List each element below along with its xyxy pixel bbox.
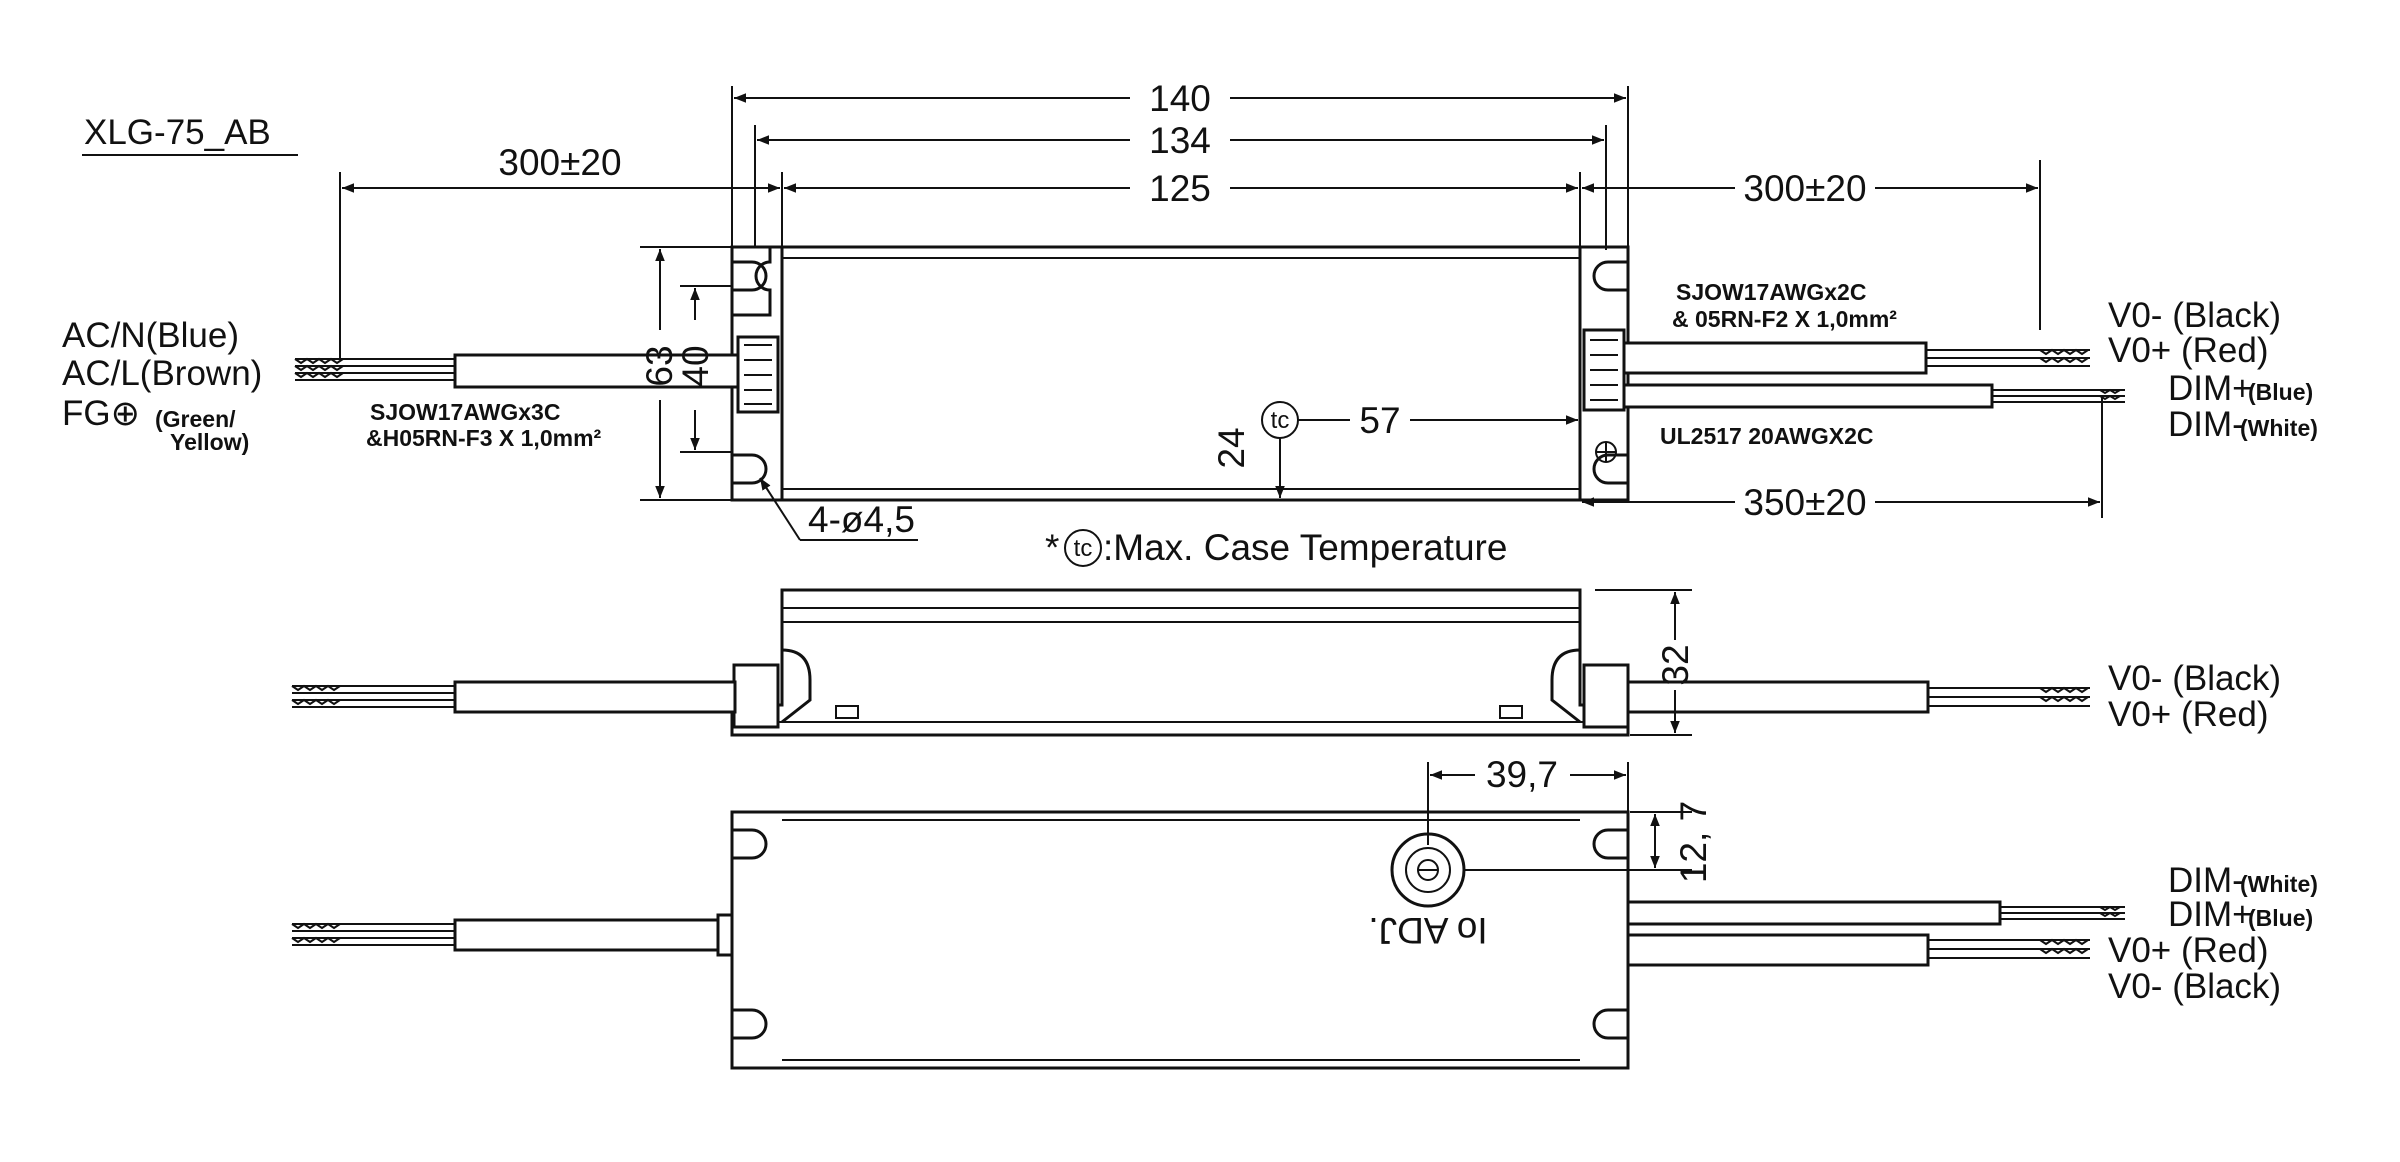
label-ul-cable: UL2517 20AWGX2C xyxy=(1660,423,1873,449)
bottom-right-output-twist xyxy=(2039,938,2089,955)
dim-32: 32 xyxy=(1655,644,1696,685)
right-dim-cable xyxy=(1622,383,1994,409)
dim-12-7: 12, 7 xyxy=(1673,801,1714,883)
bottom-label-dim-plus-color: (Blue) xyxy=(2248,905,2313,931)
side-label-v-minus: V0- (Black) xyxy=(2108,659,2281,698)
dim-left-lead: 300±20 xyxy=(498,142,621,183)
dim-125: 125 xyxy=(1149,168,1211,209)
bottom-view: Io ADJ. 39,7 12, 7 DIM- (White) DIM+ (Bl… xyxy=(291,754,2318,1070)
label-acn: AC/N(Blue) xyxy=(62,316,239,355)
bottom-left-strands xyxy=(292,923,455,946)
side-view-body xyxy=(730,588,1630,737)
bottom-right-dim-strands xyxy=(2000,906,2125,920)
tc-note-asterisk: * xyxy=(1045,527,1059,568)
mount-notch xyxy=(1592,260,1628,292)
top-view-body xyxy=(730,245,1630,502)
holes-leader xyxy=(759,477,801,541)
bottom-left-twist xyxy=(291,922,341,944)
side-right-gland xyxy=(1582,663,1630,729)
tc-note: :Max. Case Temperature xyxy=(1103,527,1507,568)
side-label-v-plus: V0+ (Red) xyxy=(2108,695,2269,734)
left-wire-strands xyxy=(295,358,455,381)
top-view: 140 134 125 300±20 300±20 350±20 xyxy=(62,78,2318,568)
label-dim-plus: DIM+ xyxy=(2168,369,2253,408)
side-left-gland xyxy=(732,663,780,729)
side-left-cable xyxy=(453,680,737,714)
bottom-label-dim-plus: DIM+ xyxy=(2168,895,2253,934)
right-output-cable xyxy=(1622,341,1928,375)
mount-notch xyxy=(1592,453,1628,485)
mount-notch xyxy=(1592,828,1628,860)
mount-notch xyxy=(732,453,768,485)
left-wire-twist xyxy=(294,357,344,379)
dim-57: 57 xyxy=(1359,400,1400,441)
dim-39-7: 39,7 xyxy=(1486,754,1558,795)
mount-notch xyxy=(732,828,768,860)
bottom-right-dim-cable xyxy=(1626,900,2002,926)
side-left-twist xyxy=(291,684,341,706)
dim-63: 63 xyxy=(639,345,680,386)
dim-holes: 4-ø4,5 xyxy=(808,499,915,540)
right-cable-spec-1: SJOW17AWGx2C xyxy=(1676,279,1866,305)
mount-notch xyxy=(1592,1008,1628,1040)
bottom-right-output-cable xyxy=(1626,933,1930,967)
tc-note-symbol xyxy=(1064,529,1102,567)
left-ac-cable xyxy=(453,353,740,389)
left-cable-spec-1: SJOW17AWGx3C xyxy=(370,399,560,425)
mount-notch xyxy=(732,1008,768,1040)
side-view: 32 V0- (Black) V0+ (Red) xyxy=(291,588,2281,737)
top-view-inner-body xyxy=(780,245,1582,502)
side-left-strands xyxy=(292,685,455,708)
right-cable-spec-2: & 05RN-F2 X 1,0mm² xyxy=(1672,306,1897,332)
side-right-cable xyxy=(1626,680,1930,714)
tc-symbol-text: tc xyxy=(1271,407,1290,434)
dim-140: 140 xyxy=(1149,78,1211,119)
bottom-right-dim-twist xyxy=(2099,905,2121,918)
left-wire-ends xyxy=(294,357,455,381)
bottom-label-v-plus: V0+ (Red) xyxy=(2108,931,2269,970)
dim-right-lead: 300±20 xyxy=(1743,168,1866,209)
label-v-minus: V0- (Black) xyxy=(2108,296,2281,335)
bottom-label-dim-minus: DIM- xyxy=(2168,861,2244,900)
label-acl: AC/L(Brown) xyxy=(62,354,262,393)
right-dim-twist xyxy=(2099,388,2121,401)
right-output-twist xyxy=(2039,348,2089,364)
bottom-label-v-minus: V0- (Black) xyxy=(2108,967,2281,1006)
bottom-left-gland xyxy=(716,913,734,957)
bottom-label-dim-minus-color: (White) xyxy=(2240,871,2318,897)
side-slot xyxy=(1499,705,1523,719)
label-dim-minus-color: (White) xyxy=(2240,415,2318,441)
left-cable-spec-2: &H05RN-F3 X 1,0mm² xyxy=(366,425,602,451)
side-right-twist xyxy=(2039,686,2089,703)
side-end-cap xyxy=(1550,648,1581,724)
label-dim-minus: DIM- xyxy=(2168,405,2244,444)
label-fg-color2: Yellow) xyxy=(170,429,249,455)
model-label: XLG-75_AB xyxy=(84,113,271,152)
dim-24: 24 xyxy=(1211,427,1252,468)
bottom-left-cable xyxy=(453,918,729,952)
label-fg: FG⊕ xyxy=(62,394,140,433)
side-slot xyxy=(835,705,859,719)
tc-note-symbol-text: tc xyxy=(1074,535,1093,562)
bottom-view-body xyxy=(730,810,1630,1070)
right-dim-strands xyxy=(1992,389,2125,403)
dim-dim-lead: 350±20 xyxy=(1743,482,1866,523)
side-end-cap xyxy=(781,648,812,724)
dim-134: 134 xyxy=(1149,120,1211,161)
label-v-plus: V0+ (Red) xyxy=(2108,331,2269,370)
dim-40: 40 xyxy=(675,345,716,386)
io-adj-pot-inner xyxy=(1405,847,1451,893)
label-dim-plus-color: (Blue) xyxy=(2248,379,2313,405)
io-adj-label: Io ADJ. xyxy=(1368,910,1487,951)
label-fg-color1: (Green/ xyxy=(155,406,236,432)
mount-notch xyxy=(732,260,768,292)
